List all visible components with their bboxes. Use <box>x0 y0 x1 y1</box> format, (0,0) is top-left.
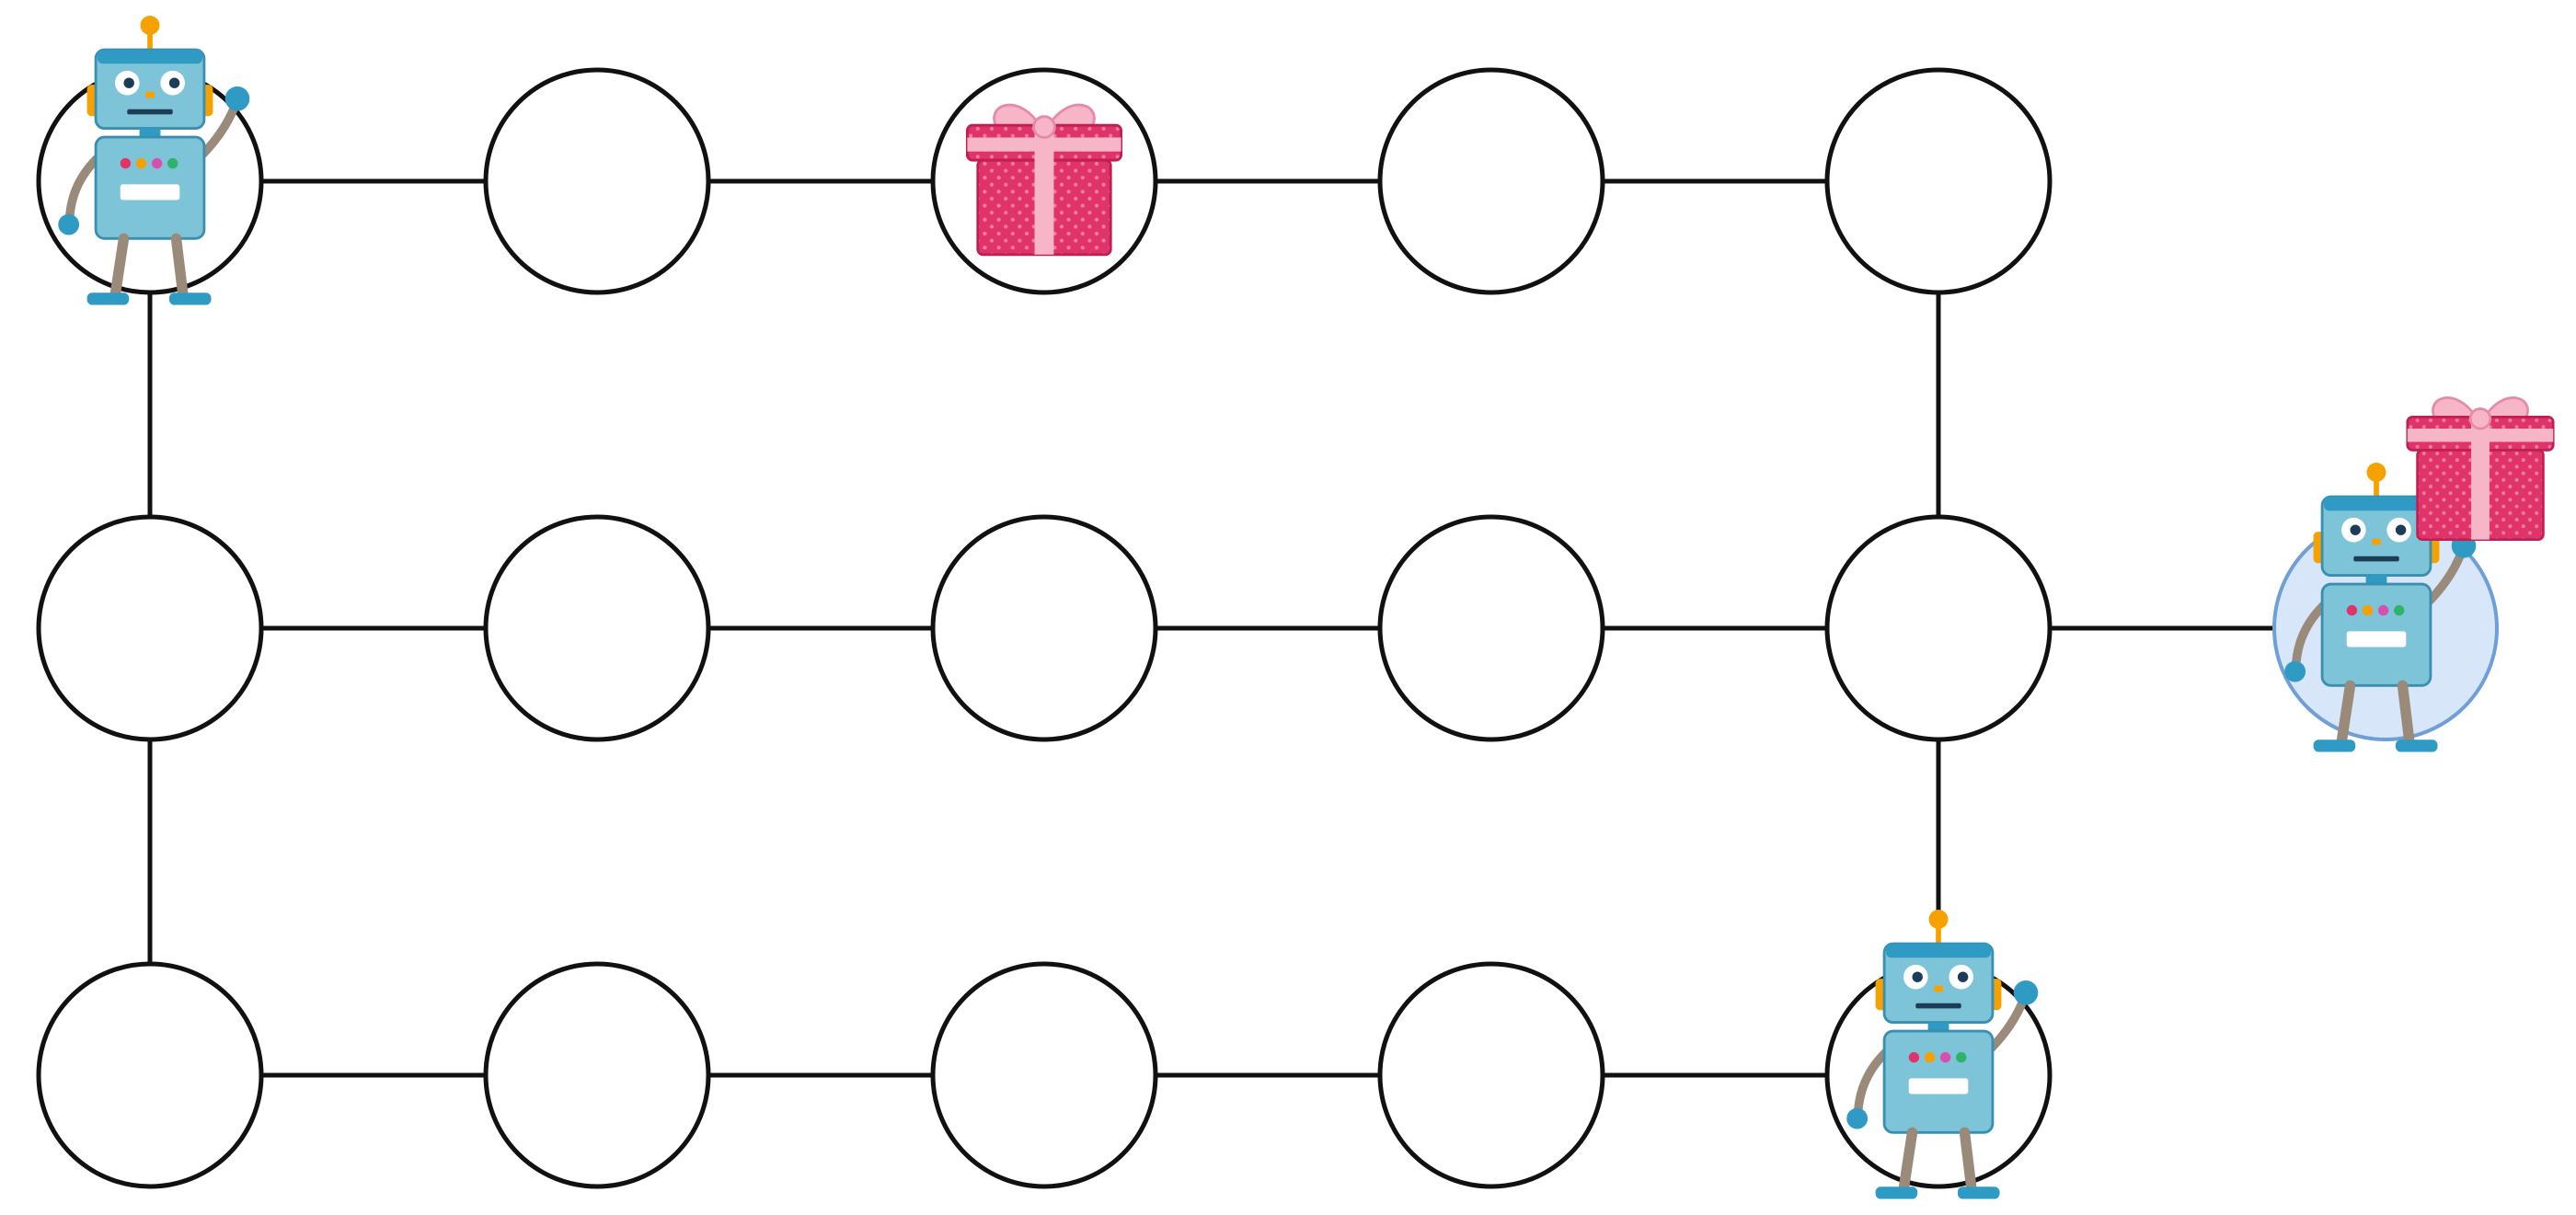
graph-node-n-2-2 <box>930 961 1158 1189</box>
graph-node-n-2-1 <box>483 961 711 1189</box>
graph-node-n-0-1 <box>483 67 711 295</box>
graph-node-n-1-1 <box>483 514 711 742</box>
gift-box-icon <box>2406 396 2555 541</box>
graph-node-n-1-0 <box>36 514 264 742</box>
graph-node-n-2-3 <box>1377 961 1605 1189</box>
graph-node-n-0-3 <box>1377 67 1605 295</box>
graph-node-n-1-4 <box>1824 514 2053 742</box>
graph-node-n-1-3 <box>1377 514 1605 742</box>
graph-node-n-1-2 <box>930 514 1158 742</box>
graph-node-n-0-4 <box>1824 67 2053 295</box>
gift-box-icon <box>965 103 1123 257</box>
graph-node-n-2-0 <box>36 961 264 1189</box>
